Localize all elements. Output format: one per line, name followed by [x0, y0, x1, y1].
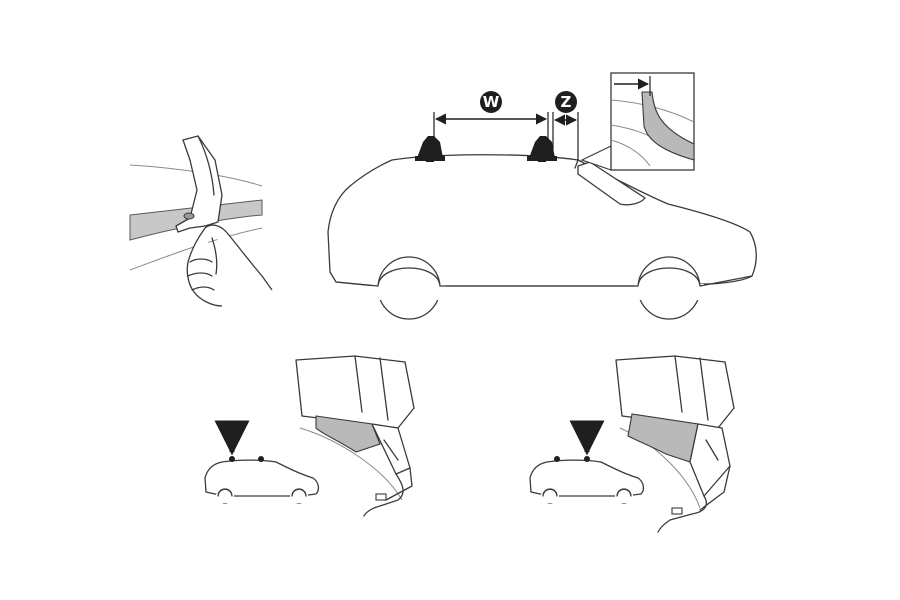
rear-rack-foot-icon	[415, 136, 445, 162]
hand-icon	[186, 224, 273, 307]
front-foot-pad	[627, 413, 699, 463]
front-foot-detail	[615, 355, 735, 533]
z-badge	[555, 91, 577, 113]
small-car-front-icon	[529, 456, 645, 504]
windscreen-reference-inset	[580, 72, 695, 171]
windscreen-edge-strip	[641, 91, 694, 161]
w-label: W	[483, 93, 500, 111]
clip-screw-icon	[183, 212, 195, 220]
windscreen	[577, 161, 646, 206]
rack-foot-bracket	[175, 135, 223, 233]
car-side-view: W Z	[327, 91, 757, 320]
door-clip-detail	[129, 135, 273, 307]
z-label: Z	[561, 93, 572, 111]
front-foot-step	[529, 355, 735, 533]
rear-foot-pad	[315, 415, 381, 453]
w-badge	[480, 91, 502, 113]
rear-foot-step	[204, 355, 415, 517]
rear-foot-detail	[295, 355, 415, 517]
car-body-outline-lower	[372, 284, 704, 300]
small-car-rear-icon	[204, 456, 320, 504]
